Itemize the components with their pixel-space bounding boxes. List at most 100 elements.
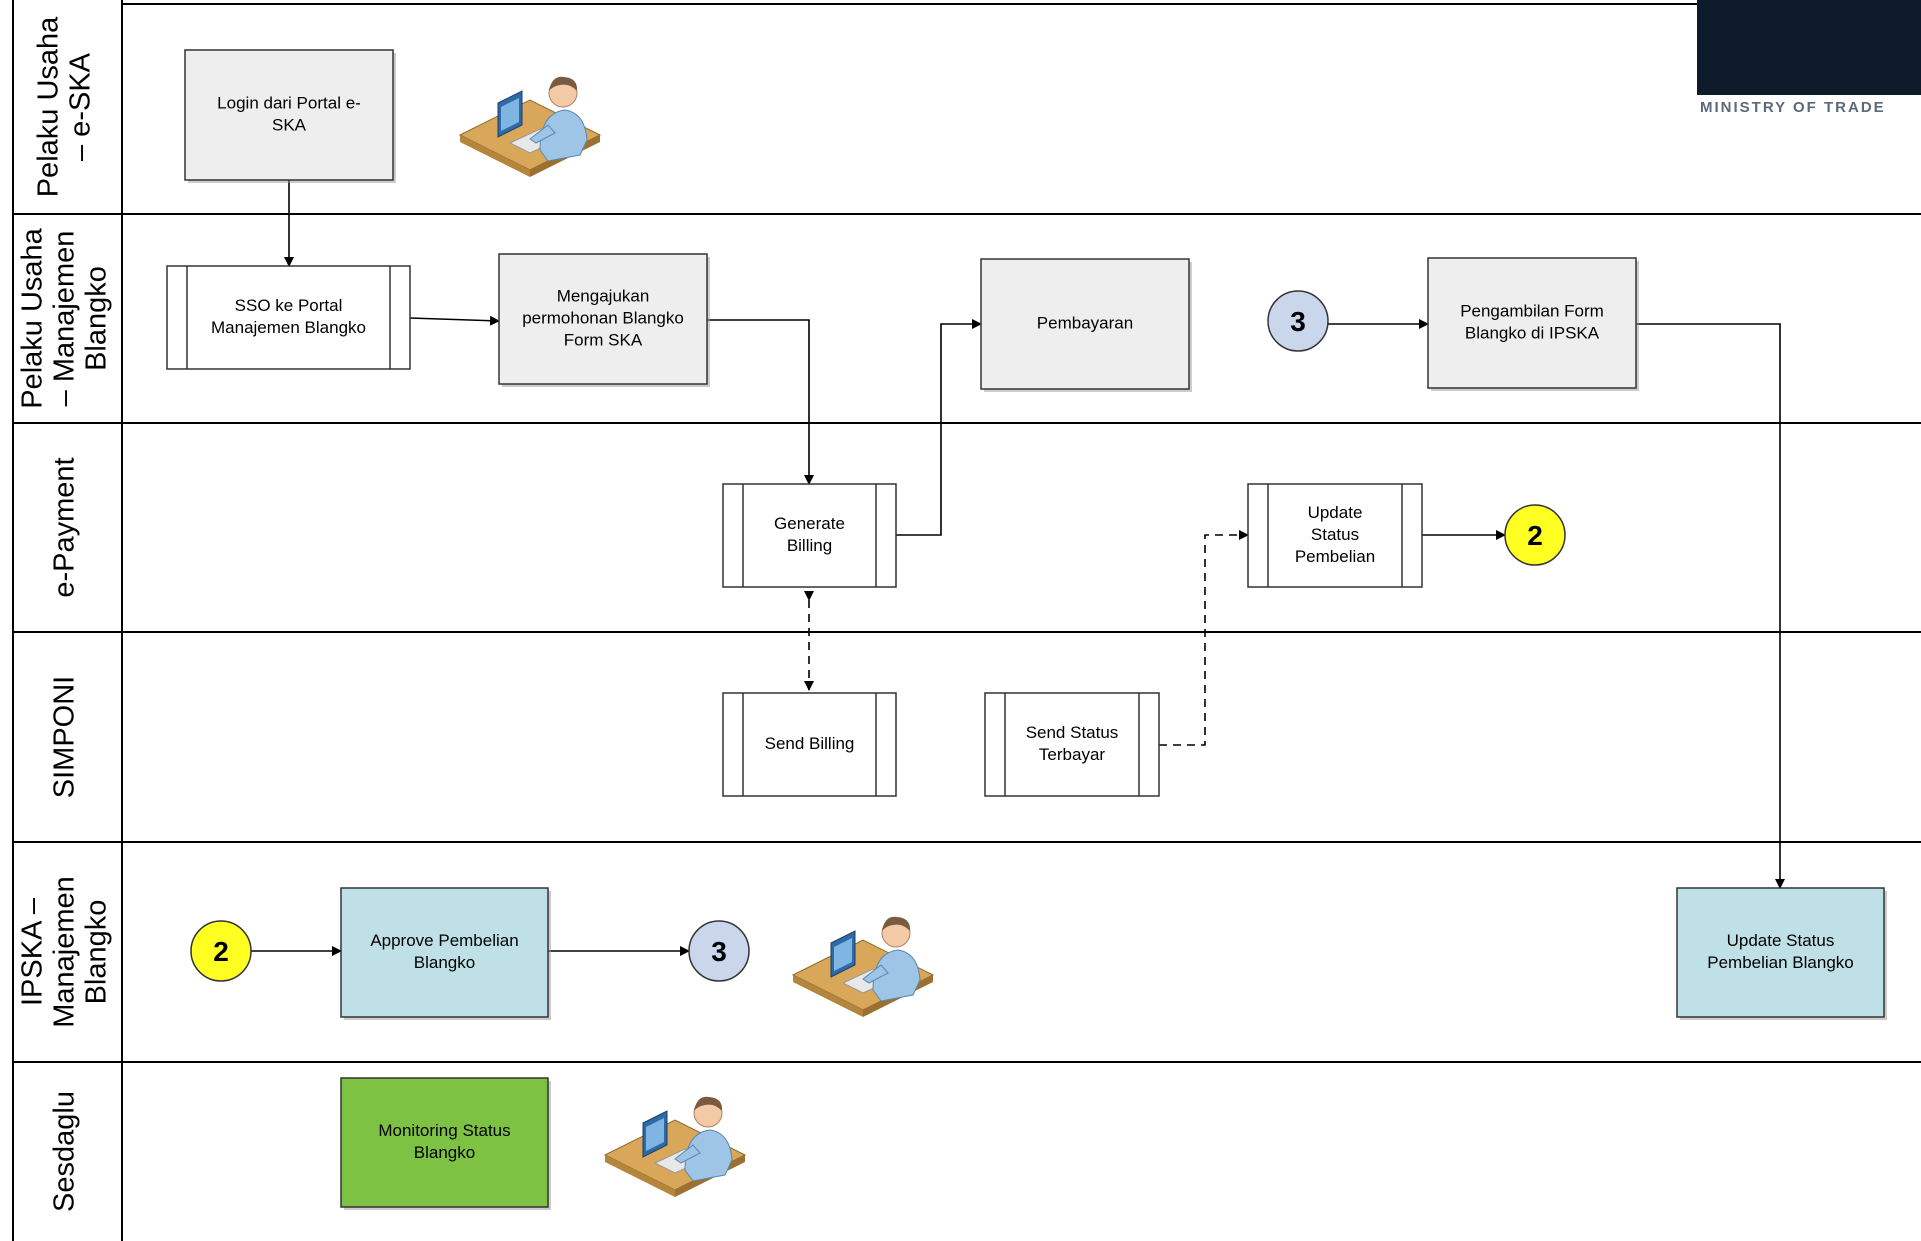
connector-c2-left[interactable]: 2: [190, 920, 252, 982]
connector-circle: [688, 920, 750, 982]
connector-circle: [1267, 290, 1329, 352]
box-label-line: Blangko: [414, 953, 475, 972]
box-shape: [498, 253, 708, 385]
connector-c3-bottom[interactable]: 3: [688, 920, 750, 982]
process-pembayaran[interactable]: Pembayaran: [980, 258, 1192, 392]
connector-c3-top[interactable]: 3: [1267, 290, 1329, 352]
lane-title-line: Blangko: [81, 900, 113, 1005]
connector-label: 3: [1290, 306, 1306, 337]
lane-title-line: Manajemen: [49, 876, 81, 1028]
box-shape: [1676, 887, 1885, 1018]
lane-label-l6: Sesdaglu: [49, 1091, 81, 1212]
box-shape: [184, 49, 394, 181]
connector-circle: [190, 920, 252, 982]
box-label: Pembayaran: [1037, 313, 1133, 332]
box-label-line: Pengambilan Form: [1460, 301, 1604, 320]
box-label-line: Billing: [787, 536, 832, 555]
lane-label-l4: SIMPONI: [49, 676, 81, 798]
pool-background: [13, 0, 1921, 1241]
lane-title: Sesdaglu: [49, 1091, 81, 1212]
box-label-line: Update Status: [1727, 931, 1835, 950]
lane-label-l2: Pelaku Usaha– ManajemenBlangko: [17, 227, 113, 408]
box-shape: [722, 692, 897, 797]
box-label-line: Send Billing: [765, 734, 855, 753]
edge-sso-to-mengajukan: [409, 315, 500, 326]
box-label-line: Pembelian: [1295, 547, 1375, 566]
box-label-line: permohonan Blangko: [522, 308, 684, 327]
lane-label-l1: Pelaku Usaha– e-SKA: [33, 16, 97, 197]
process-login[interactable]: Login dari Portal e- SKA: [184, 49, 396, 183]
connector-label: 2: [1527, 520, 1543, 551]
box-label-line: Terbayar: [1039, 745, 1105, 764]
box-label: Login dari Portal e- SKA: [217, 93, 361, 134]
lane-title: SIMPONI: [49, 676, 81, 798]
box-shape: [722, 483, 897, 588]
lane-label-l5: IPSKA –ManajemenBlangko: [17, 876, 113, 1028]
lane-title-line: Pelaku Usaha: [17, 227, 49, 408]
lane-title: e-Payment: [49, 457, 81, 597]
process-send-billing[interactable]: Send Billing: [722, 692, 897, 797]
lane-title-line: – Manajemen: [49, 231, 81, 407]
edge-generate-to-pembayaran: [896, 319, 982, 536]
box-label: Send Billing: [765, 734, 855, 753]
lane-title: Pelaku Usaha– ManajemenBlangko: [17, 227, 113, 408]
edge-pengambilan-to-update-status: [1636, 323, 1785, 889]
box-shape: [984, 692, 1160, 797]
box-shape: [340, 1077, 549, 1208]
box-shape: [1247, 483, 1423, 588]
lane-title-line: Pelaku Usaha: [33, 16, 65, 197]
box-label-line: Manajemen Blangko: [211, 318, 366, 337]
box-label-line: Status: [1311, 525, 1359, 544]
logo-caption: MINISTRY OF TRADE: [1700, 99, 1886, 116]
lane-title-line: Sesdaglu: [49, 1091, 81, 1212]
edge-mengajukan-to-generate: [707, 319, 814, 485]
box-label-line: SKA: [272, 115, 307, 134]
lane-title: IPSKA –ManajemenBlangko: [17, 876, 113, 1028]
ministry-logo: MINISTRY OF TRADE: [1697, 0, 1921, 116]
box-label-line: Monitoring Status: [378, 1121, 510, 1140]
box-label-line: Send Status: [1026, 723, 1119, 742]
box-shape: [1427, 257, 1637, 389]
connector-circle: [1504, 504, 1566, 566]
box-shape: [166, 265, 411, 370]
lane-title-line: e-Payment: [49, 457, 81, 597]
lane-title-line: SIMPONI: [49, 676, 81, 798]
lane-title-line: – e-SKA: [65, 52, 97, 161]
box-shape: [980, 258, 1190, 390]
box-label-line: Pembelian Blangko: [1707, 953, 1853, 972]
box-label-line: Form SKA: [564, 330, 643, 349]
lane-title-line: IPSKA –: [17, 897, 49, 1006]
box-label-line: Blangko: [414, 1143, 475, 1162]
box-label-line: Mengajukan: [557, 286, 650, 305]
lane-title: Pelaku Usaha– e-SKA: [33, 16, 97, 197]
box-label-line: SSO ke Portal: [235, 296, 343, 315]
box-label-line: Blangko di IPSKA: [1465, 323, 1600, 342]
lane-title-line: Blangko: [81, 266, 113, 371]
connector-label: 2: [213, 936, 229, 967]
box-label-line: Pembayaran: [1037, 313, 1133, 332]
connector-c2-right[interactable]: 2: [1504, 504, 1566, 566]
box-label-line: Approve Pembelian: [370, 931, 518, 950]
logo-block: [1697, 0, 1921, 95]
box-label-line: Login dari Portal e-: [217, 93, 361, 112]
lane-label-l3: e-Payment: [49, 457, 81, 597]
